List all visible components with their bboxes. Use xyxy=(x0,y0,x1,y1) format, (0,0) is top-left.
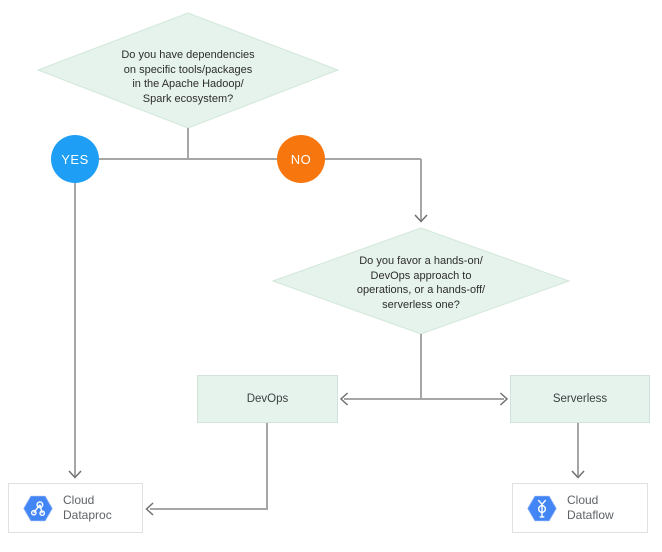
dataflow-hexagon-icon xyxy=(527,495,557,521)
connector-lines xyxy=(74,128,579,510)
yes-branch-badge: YES xyxy=(51,135,99,183)
decision2-diamond xyxy=(271,227,571,335)
option-serverless-box: Serverless xyxy=(510,375,650,423)
dataproc-hexagon-icon xyxy=(23,495,53,521)
option-serverless-label: Serverless xyxy=(552,393,608,405)
connector-arrowheads xyxy=(68,214,585,516)
option-devops-box: DevOps xyxy=(197,375,338,423)
result-cloud-dataflow-label: Cloud Dataflow xyxy=(567,493,614,522)
decision2-question: Do you favor a hands-on/ DevOps approach… xyxy=(356,255,486,311)
option-devops-label: DevOps xyxy=(246,393,289,405)
no-branch-badge: NO xyxy=(277,135,325,183)
result-cloud-dataproc-label: Cloud Dataproc xyxy=(63,493,112,522)
result-cloud-dataflow-box: Cloud Dataflow xyxy=(512,483,648,533)
decision1-question: Do you have dependencies on specific too… xyxy=(121,49,255,105)
no-branch-label: NO xyxy=(290,151,312,167)
result-cloud-dataproc-box: Cloud Dataproc xyxy=(8,483,143,533)
yes-branch-label: YES xyxy=(61,151,89,167)
decision1-diamond xyxy=(36,12,340,129)
